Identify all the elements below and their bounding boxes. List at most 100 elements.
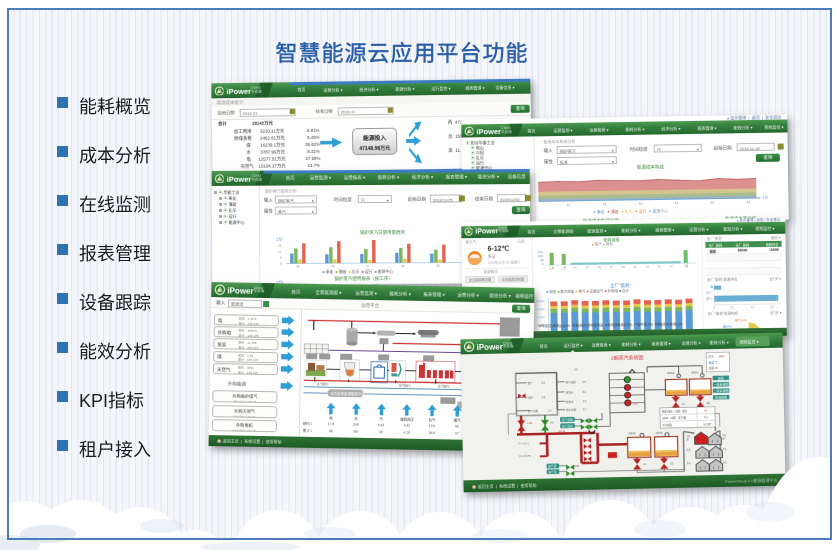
svg-text:磁网风压: 磁网风压 <box>400 417 414 422</box>
svg-text:96r: 96r <box>353 430 359 434</box>
svg-text:取消报警: 取消报警 <box>715 395 727 400</box>
svg-text:累计 t: 累计 t <box>303 428 312 433</box>
svg-text:蒸汽母管: 蒸汽母管 <box>565 380 576 384</box>
svg-text:67: 67 <box>455 432 459 436</box>
svg-text:17: 17 <box>670 264 673 268</box>
svg-text:0.32: 0.32 <box>633 402 639 406</box>
svg-text:9.43: 9.43 <box>378 423 385 427</box>
svg-text:0: 0 <box>280 262 282 266</box>
svg-text:DN 250℃: DN 250℃ <box>519 454 532 458</box>
svg-text:15: 15 <box>278 244 282 248</box>
svg-text:17.8: 17.8 <box>328 422 335 426</box>
svg-text:C1: C1 <box>643 462 647 466</box>
svg-text:13: 13 <box>646 264 649 268</box>
svg-text:100: 100 <box>538 254 543 258</box>
svg-text:蒸汽: 蒸汽 <box>706 290 712 294</box>
svg-text:41: 41 <box>674 201 678 205</box>
svg-text:三期: 三期 <box>549 265 555 269</box>
svg-text:一级系统图: 一级系统图 <box>713 382 728 387</box>
svg-text:P1 433.6: P1 433.6 <box>519 441 530 445</box>
svg-text:4.42: 4.42 <box>404 424 411 428</box>
svg-text:烟气母管: 烟气母管 <box>528 409 539 413</box>
svg-text:3.2: 3.2 <box>583 390 587 394</box>
svg-text:2期蒸汽系统图: 2期蒸汽系统图 <box>611 354 644 362</box>
svg-text:6万: 6万 <box>770 304 774 308</box>
svg-text:9.2: 9.2 <box>704 416 708 420</box>
svg-text:05: 05 <box>598 265 601 269</box>
svg-text:0: 0 <box>542 262 544 266</box>
svg-text:170: 170 <box>762 196 768 200</box>
svg-text:20000: 20000 <box>536 315 545 319</box>
svg-text:D1: D1 <box>670 461 674 465</box>
svg-text:QPW（2期）蒸汽量: QPW（2期）蒸汽量 <box>662 416 686 420</box>
svg-text:10: 10 <box>278 250 282 254</box>
svg-text:2M3/h: 2M3/h <box>628 431 636 435</box>
svg-text:4号: 4号 <box>723 447 727 451</box>
svg-text:25: 25 <box>296 264 300 268</box>
svg-text:瞬时 t: 瞬时 t <box>303 421 312 426</box>
svg-text:40000: 40000 <box>536 299 545 303</box>
svg-text:76: 76 <box>704 409 708 413</box>
svg-text:综合智慧能源管理平台: 综合智慧能源管理平台 <box>330 391 365 397</box>
svg-text:11: 11 <box>567 203 571 206</box>
svg-text:150: 150 <box>538 250 543 254</box>
svg-text:29: 29 <box>436 264 440 268</box>
svg-text:5: 5 <box>280 256 282 260</box>
svg-text:锅炉吨位（1期）累计: 锅炉吨位（1期）累计 <box>662 409 688 413</box>
svg-text:蒸汽流量: 蒸汽流量 <box>562 418 573 422</box>
svg-text:2M3/h: 2M3/h <box>691 371 699 375</box>
svg-text:50: 50 <box>541 258 545 262</box>
svg-text:煤气: 煤气 <box>527 381 533 385</box>
svg-text:15: 15 <box>658 264 661 268</box>
svg-text:4.18: 4.18 <box>403 431 410 435</box>
svg-text:A1: A1 <box>682 402 686 406</box>
svg-text:炉: 炉 <box>687 437 690 441</box>
svg-text:51: 51 <box>710 201 714 205</box>
svg-text:除氧水: 除氧水 <box>566 399 574 403</box>
svg-text:2万: 2万 <box>730 305 734 309</box>
svg-text:抽汽温: 抽汽温 <box>548 470 557 474</box>
svg-text:6号: 6号 <box>723 460 727 464</box>
svg-text:2M3/h: 2M3/h <box>655 431 663 435</box>
svg-text:5号: 5号 <box>687 461 691 465</box>
svg-text:45: 45 <box>379 430 383 434</box>
svg-text:给水母管: 给水母管 <box>566 408 577 412</box>
svg-text:46: 46 <box>329 429 333 433</box>
svg-text:10.397: 10.397 <box>703 422 712 426</box>
svg-text:燃气: 燃气 <box>706 296 712 300</box>
svg-text:07: 07 <box>610 265 613 269</box>
svg-text:36.5: 36.5 <box>428 431 435 435</box>
svg-text:2.7: 2.7 <box>583 407 587 411</box>
svg-text:炉: 炉 <box>723 436 726 440</box>
svg-text:3号线: 3号线 <box>558 429 565 433</box>
svg-text:流量 t/h: 流量 t/h <box>709 366 719 370</box>
svg-text:温度 ℃: 温度 ℃ <box>708 360 717 364</box>
svg-text:4.5: 4.5 <box>583 399 587 403</box>
svg-text:27: 27 <box>366 264 370 268</box>
svg-text:汽: 汽 <box>379 416 383 421</box>
svg-text:21: 21 <box>603 202 607 206</box>
svg-text:B1: B1 <box>707 401 711 405</box>
svg-text:10000: 10000 <box>537 323 546 327</box>
svg-text:二级系统图: 二级系统图 <box>714 388 729 393</box>
svg-text:蒸汽34%: 蒸汽34% <box>735 317 747 322</box>
svg-text:2M3/h: 2M3/h <box>667 371 675 375</box>
svg-text:1.5: 1.5 <box>548 409 552 413</box>
svg-text:MPa: MPa <box>719 355 725 359</box>
svg-text:高炉: 高炉 <box>528 396 534 400</box>
svg-text:0.5: 0.5 <box>541 381 545 385</box>
svg-text:返回: 返回 <box>718 375 724 380</box>
svg-text:4万: 4万 <box>750 305 754 309</box>
svg-text:2万t: 2万t <box>276 238 282 242</box>
svg-text:03: 03 <box>586 265 589 269</box>
svg-text:1.2: 1.2 <box>542 395 546 399</box>
svg-text:减温水: 减温水 <box>566 390 574 394</box>
svg-text:30000: 30000 <box>536 307 545 311</box>
svg-text:电: 电 <box>710 283 713 288</box>
svg-text:13.5: 13.5 <box>429 424 436 428</box>
svg-text:11: 11 <box>634 264 637 268</box>
svg-text:水: 水 <box>354 416 358 421</box>
svg-text:蒸汽温度: 蒸汽温度 <box>562 424 573 428</box>
svg-text:0.9: 0.9 <box>550 421 554 425</box>
svg-text:96: 96 <box>455 425 459 429</box>
